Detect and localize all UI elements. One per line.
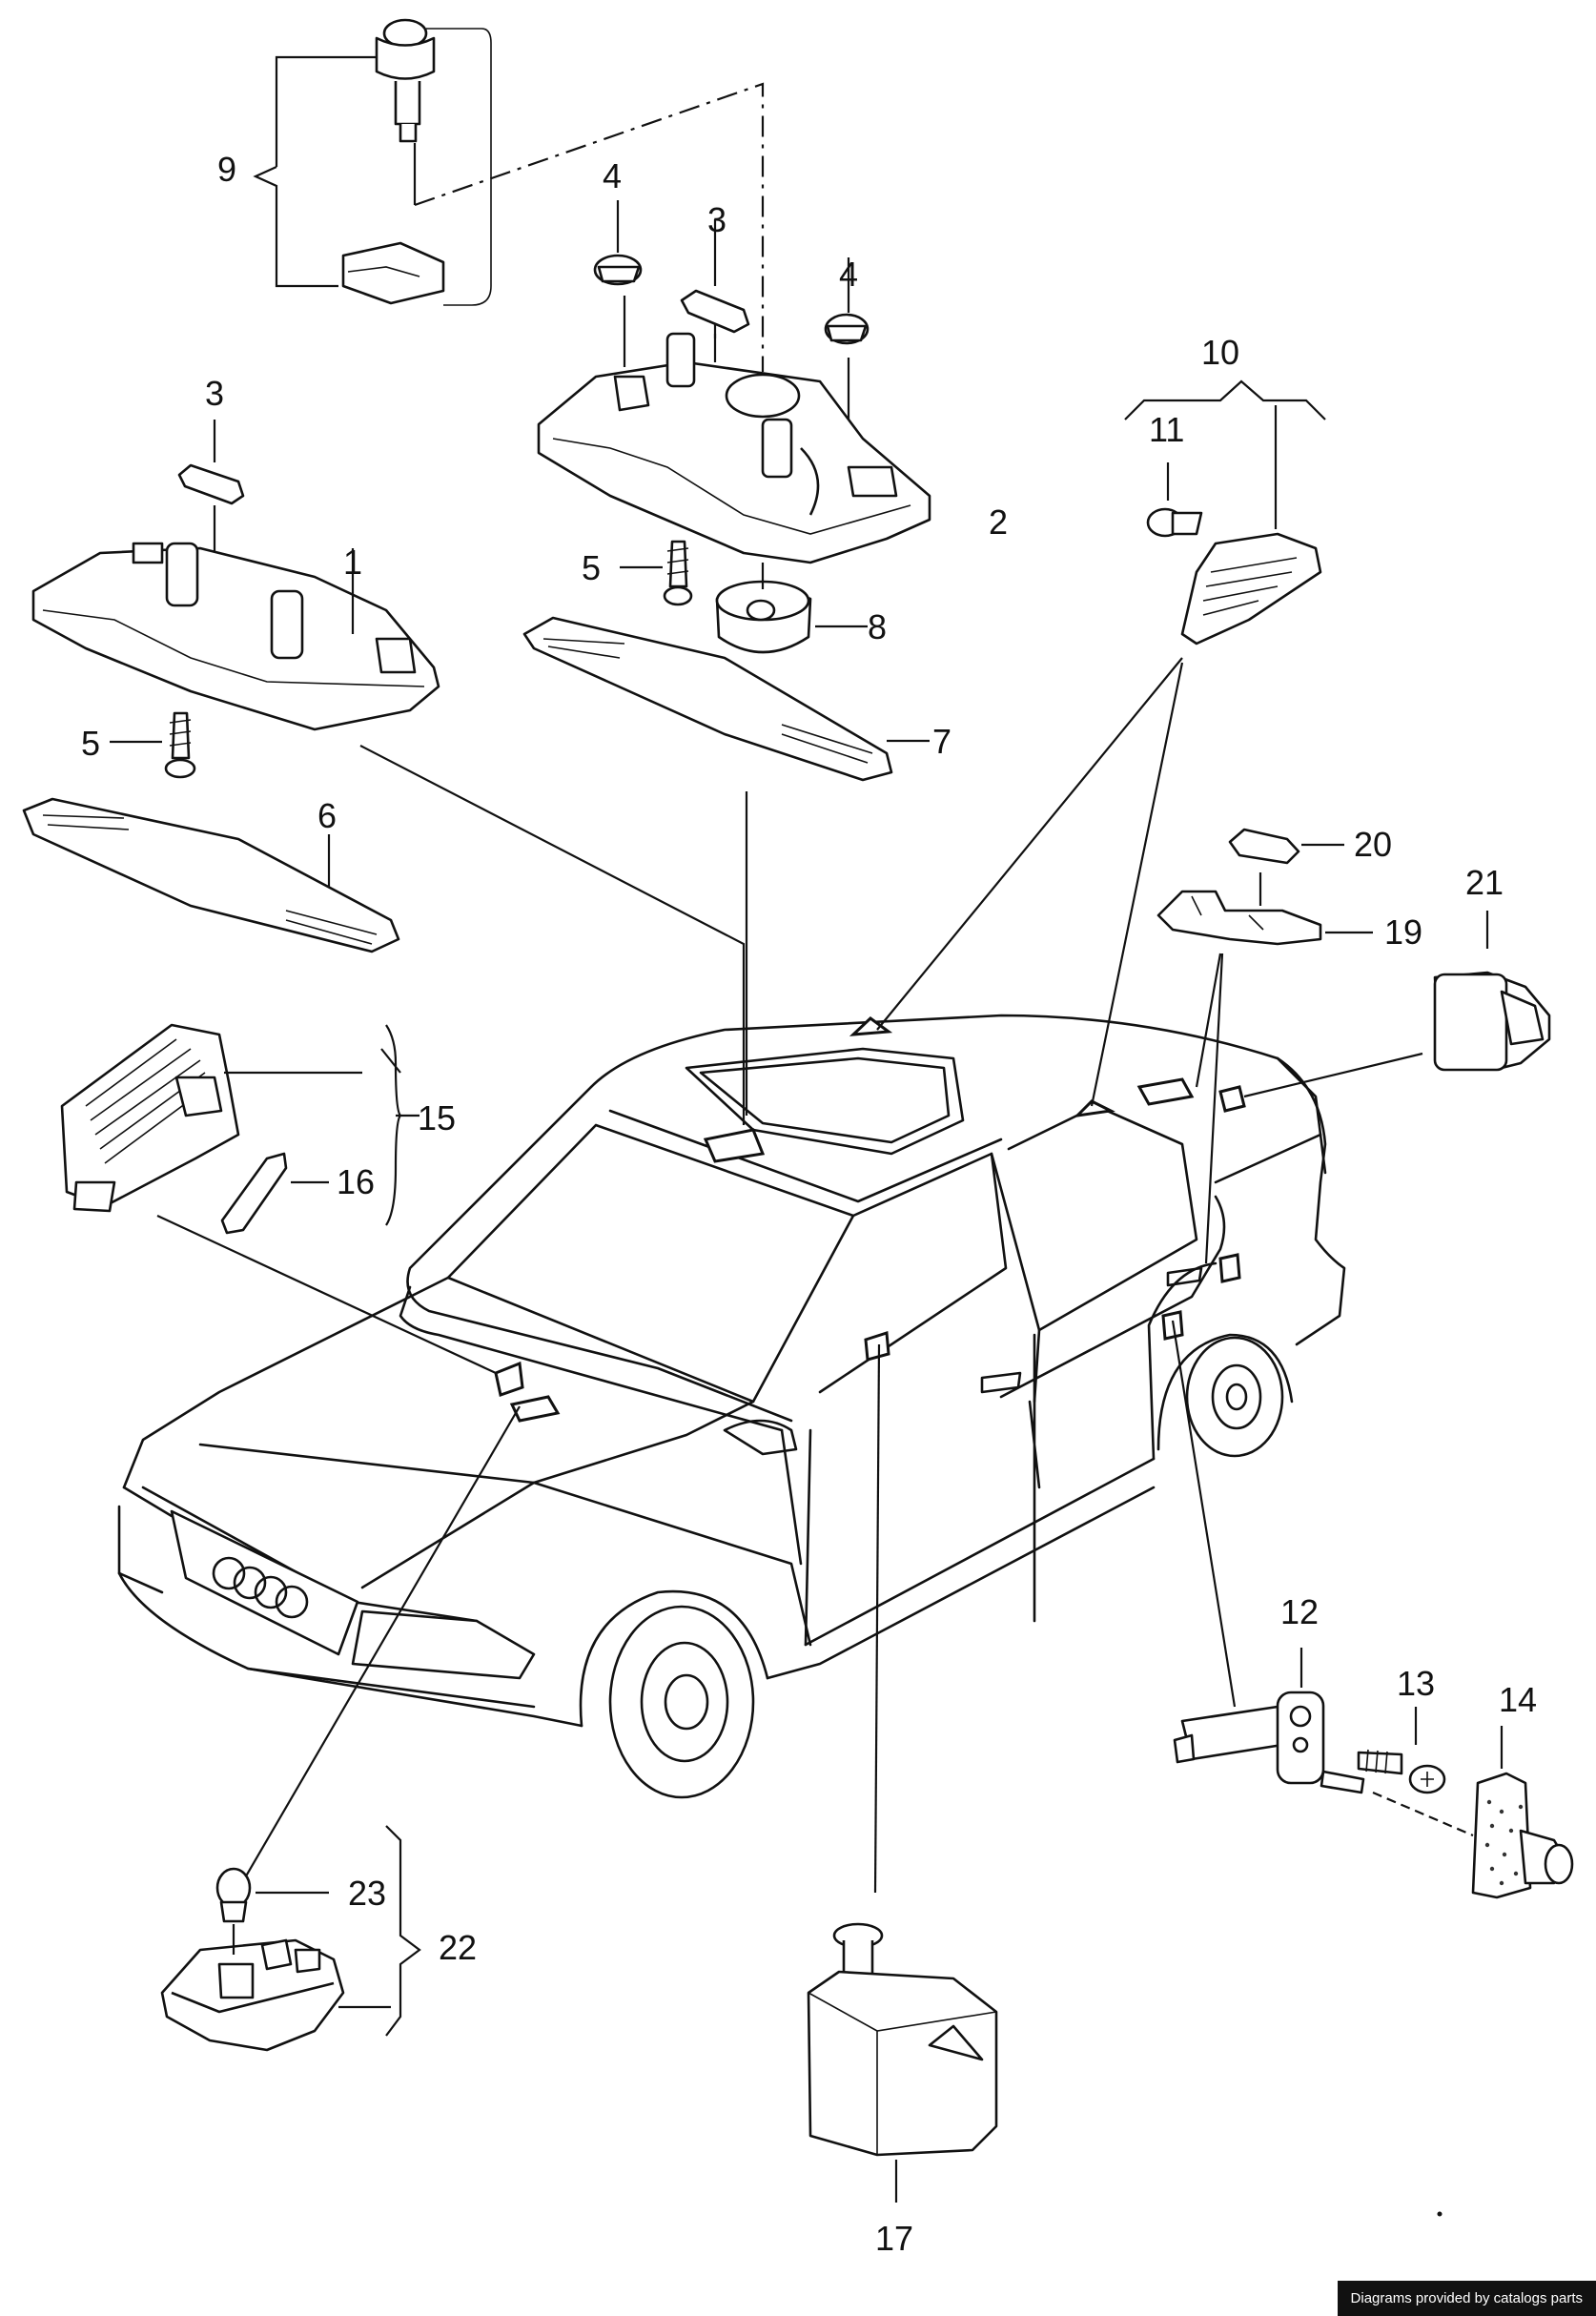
label-3b: 3 [205,374,224,413]
part-16-bulb [220,1152,329,1235]
attribution-footer: Diagrams provided by catalogs parts [1337,2281,1596,2316]
label-5b: 5 [81,724,100,763]
label-6: 6 [317,796,337,835]
part-22-lamp [160,1825,421,2052]
stray-dot [1437,2211,1443,2217]
part-6-lens [22,797,400,953]
label-12: 12 [1280,1592,1319,1631]
label-3a: 3 [707,200,726,239]
label-5a: 5 [582,548,601,587]
part-5-screw-lower [110,711,196,779]
part-8-cap [715,563,868,654]
part-2-light-housing [537,332,931,564]
part-3-festoon-bulb-left [177,420,245,553]
label-13: 13 [1397,1664,1435,1703]
car-body [117,1014,1346,1799]
label-17: 17 [875,2219,913,2258]
label-16: 16 [337,1162,375,1201]
label-14: 14 [1499,1680,1537,1719]
part-14-rubber-cap [1372,1726,1574,1899]
label-8: 8 [868,607,887,646]
label-2: 2 [989,502,1008,542]
part-10-reading-light [1124,379,1326,646]
part-15-glovebox-light [60,1023,419,1226]
part-5-screw-upper [620,540,693,606]
part-23-bulb [215,1867,329,1955]
label-21: 21 [1465,863,1504,902]
label-20: 20 [1354,825,1392,864]
label-15: 15 [418,1098,456,1138]
label-4a: 4 [603,156,622,195]
part-4-wedge-bulb-left [593,200,643,286]
part-3-festoon-bulb-upper [680,219,750,362]
label-22: 22 [439,1928,477,1967]
part-7-lens [522,616,930,782]
part-20-bulb [1228,828,1344,865]
label-1: 1 [343,543,362,582]
part-21-switch [1433,911,1551,1072]
label-19: 19 [1384,912,1422,952]
part-1-light-housing [31,542,440,731]
label-9: 9 [217,150,236,189]
car-markers [494,1016,1246,1423]
label-11: 11 [1149,410,1184,449]
part-13-screw [1357,1707,1446,1794]
callout-labels: 9 4 3 4 10 3 11 2 1 5 8 5 7 6 20 21 19 1… [81,150,1537,2258]
part-19-lamp-holder [1156,872,1373,946]
label-4b: 4 [839,255,858,294]
part-12-door-contact-switch [1173,1648,1365,1794]
part-17-actuator [807,1922,998,2203]
label-23: 23 [348,1874,386,1913]
part-4-wedge-bulb-right [824,257,870,345]
label-7: 7 [932,722,951,761]
part-9-switch [253,18,765,372]
label-10: 10 [1201,333,1239,372]
